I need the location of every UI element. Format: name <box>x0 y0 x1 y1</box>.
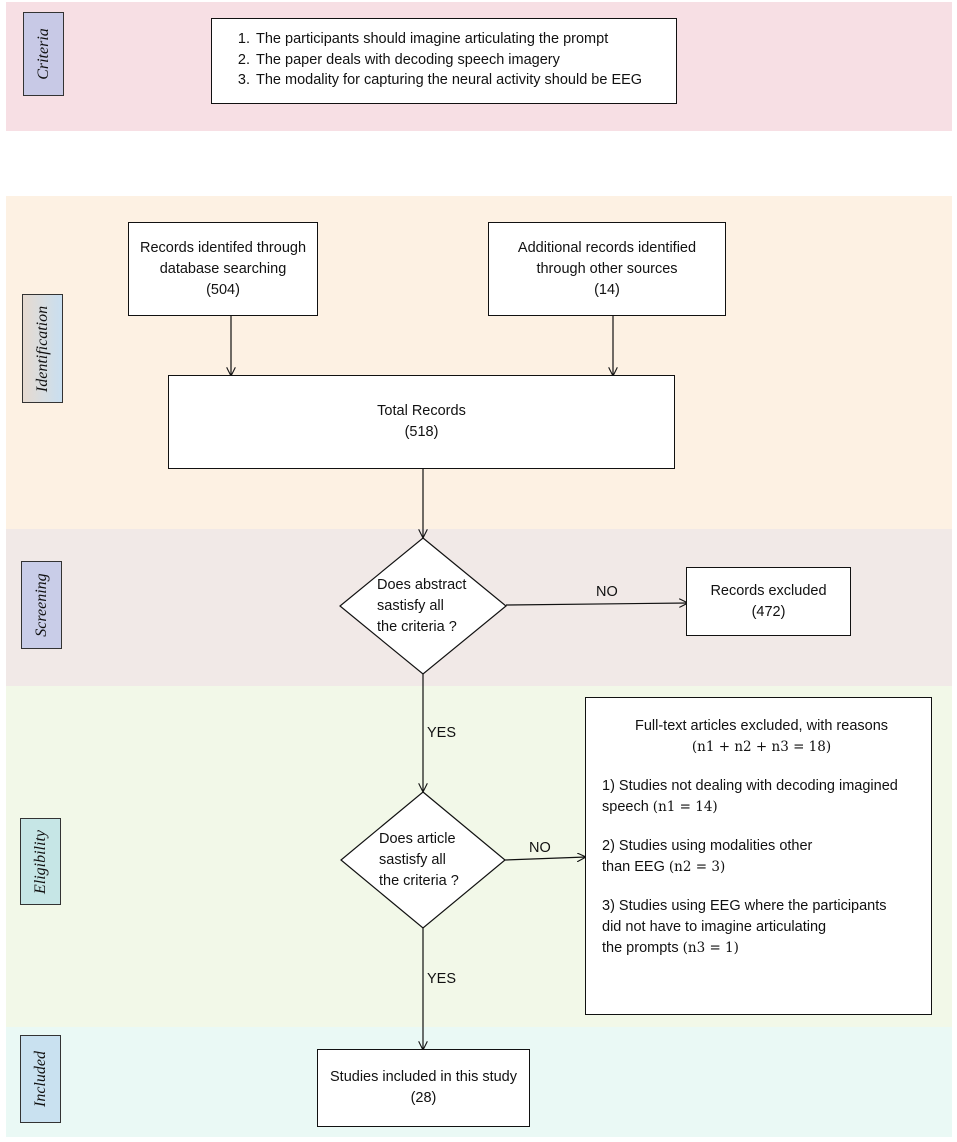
reason2-line2: than EEG <box>602 859 665 875</box>
screening-decision-line1: Does abstract <box>377 577 467 593</box>
arrow-screening-no <box>505 603 688 605</box>
studies-included-count: (28) <box>410 1090 437 1106</box>
other-records-box: Additional records identified through ot… <box>488 222 726 316</box>
screening-decision-line3: the criteria ? <box>377 619 457 635</box>
criteria-box: The participants should imagine articula… <box>211 18 677 104</box>
reason1-formula: (n1 = 14) <box>652 799 718 815</box>
screening-no-label: NO <box>596 584 618 600</box>
eligibility-decision-line1: Does article <box>379 831 456 847</box>
stage-label-screening: Screening <box>21 561 62 649</box>
reason1-line1: 1) Studies not dealing with decoding ima… <box>602 778 898 794</box>
database-records-line2: database searching <box>159 260 287 277</box>
exclusion-reason-3: 3) Studies using EEG where the participa… <box>602 896 921 959</box>
eligibility-decision-line2: sastisfy all <box>379 852 446 868</box>
criterion-item: The paper deals with decoding speech ima… <box>254 50 676 71</box>
screening-yes-label: YES <box>427 725 457 741</box>
reason3-line3: the prompts <box>602 940 679 956</box>
total-records-label: Total Records <box>377 403 466 419</box>
other-records-count: (14) <box>594 281 620 298</box>
arrow-eligibility-no <box>504 857 586 860</box>
reason2-formula: (n2 = 3) <box>668 859 726 875</box>
total-records-box: Total Records (518) <box>168 375 675 469</box>
criterion-item: The modality for capturing the neural ac… <box>254 70 676 91</box>
reason3-formula: (n3 = 1) <box>682 940 739 956</box>
criterion-item: The participants should imagine articula… <box>254 29 676 50</box>
screening-decision-line2: sastisfy all <box>377 598 444 614</box>
reason3-line1: 3) Studies using EEG where the participa… <box>602 898 887 914</box>
reason2-line1: 2) Studies using modalities other <box>602 838 813 854</box>
other-records-line1: Additional records identified <box>517 239 697 256</box>
stage-label-criteria: Criteria <box>23 12 64 96</box>
database-records-line1: Records identifed through <box>139 239 307 256</box>
eligibility-no-label: NO <box>529 840 551 856</box>
criteria-list: The participants should imagine articula… <box>232 29 676 91</box>
stage-label-identification: Identification <box>22 294 63 403</box>
fulltext-heading: Full-text articles excluded, with reason… <box>634 718 889 734</box>
fulltext-excluded-box: Full-text articles excluded, with reason… <box>585 697 932 1015</box>
stage-label-included: Included <box>20 1035 61 1123</box>
records-excluded-count: (472) <box>751 603 786 620</box>
fulltext-total-formula: (n1 + n2 + n3 = 18) <box>691 739 832 755</box>
database-records-box: Records identifed through database searc… <box>128 222 318 316</box>
eligibility-decision-line3: the criteria ? <box>379 873 459 889</box>
studies-included-label: Studies included in this study <box>330 1069 517 1085</box>
screening-decision-text: Does abstract sastisfy all the criteria … <box>377 575 466 638</box>
total-records-count: (518) <box>404 424 439 440</box>
exclusion-reason-1: 1) Studies not dealing with decoding ima… <box>602 776 921 818</box>
stage-label-eligibility: Eligibility <box>20 818 61 905</box>
records-excluded-label: Records excluded <box>710 582 827 599</box>
studies-included-box: Studies included in this study (28) <box>317 1049 530 1127</box>
reason1-line2: speech <box>602 799 649 815</box>
eligibility-yes-label: YES <box>427 971 457 987</box>
eligibility-decision-text: Does article sastisfy all the criteria ? <box>379 829 459 892</box>
exclusion-reason-2: 2) Studies using modalities other than E… <box>602 836 921 878</box>
database-records-count: (504) <box>206 281 240 298</box>
fulltext-heading-block: Full-text articles excluded, with reason… <box>602 716 921 758</box>
reason3-line2: did not have to imagine articulating <box>602 919 827 935</box>
other-records-line2: through other sources <box>536 260 678 277</box>
records-excluded-box: Records excluded (472) <box>686 567 851 636</box>
